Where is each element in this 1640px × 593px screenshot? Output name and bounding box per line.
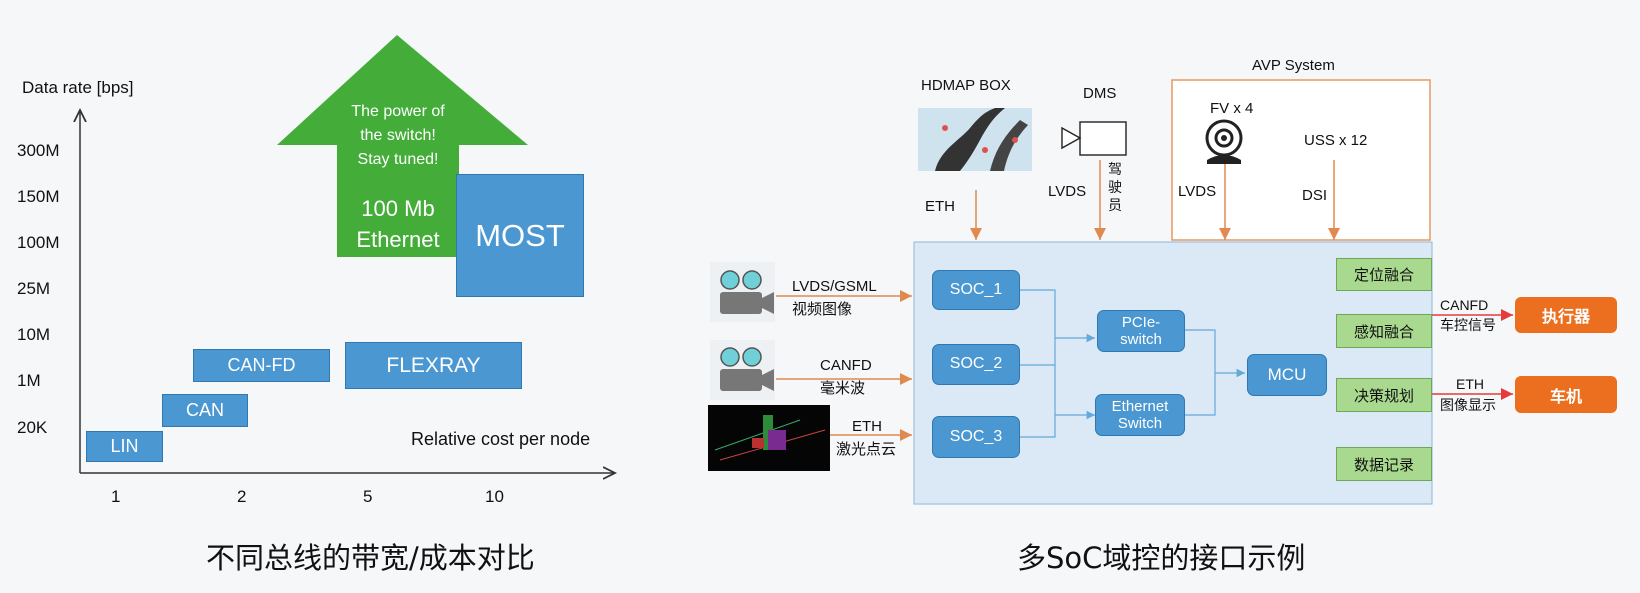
infotainment-target: 车机 bbox=[1515, 376, 1617, 413]
arrow-text-line: The power of bbox=[351, 103, 445, 120]
ethernet-label-line2: Ethernet bbox=[356, 227, 440, 252]
x-tick: 5 bbox=[363, 487, 373, 506]
uss-label: USS x 12 bbox=[1304, 132, 1368, 149]
function-perception-fusion: 感知融合 bbox=[1336, 314, 1432, 348]
arrow-text-line: Stay tuned! bbox=[357, 151, 439, 168]
function-data-recording: 数据记录 bbox=[1336, 447, 1432, 481]
ethernet-switch-line: Switch bbox=[1117, 415, 1163, 432]
lidar-pointcloud-image bbox=[708, 405, 830, 471]
input-desc-label: 视频图像 bbox=[792, 301, 853, 318]
dms-link-label: LVDS bbox=[1048, 183, 1087, 200]
y-tick: 100M bbox=[17, 233, 60, 252]
y-tick: 300M bbox=[17, 141, 60, 160]
output-desc-label: 图像显示 bbox=[1440, 397, 1496, 413]
input-link-label: CANFD bbox=[820, 357, 872, 374]
ethernet-label-line1: 100 Mb bbox=[361, 196, 435, 221]
soc-2: SOC_2 bbox=[932, 344, 1020, 385]
bar-most: MOST bbox=[456, 174, 584, 297]
y-axis-title: Data rate [bps] bbox=[22, 78, 134, 97]
ethernet-switch: Ethernet Switch bbox=[1095, 394, 1185, 436]
y-tick: 1M bbox=[17, 371, 41, 390]
function-decision-planning: 决策规划 bbox=[1336, 378, 1432, 412]
hdmap-title: HDMAP BOX bbox=[921, 77, 1011, 94]
fv-link-label: LVDS bbox=[1178, 183, 1217, 200]
hdmap-link-label: ETH bbox=[925, 198, 955, 215]
soc-1: SOC_1 bbox=[932, 270, 1020, 310]
soc-3: SOC_3 bbox=[932, 416, 1020, 458]
switch-arrow bbox=[277, 35, 528, 257]
bar-can: CAN bbox=[162, 394, 248, 427]
webcam-icon bbox=[1205, 119, 1243, 164]
y-tick: 10M bbox=[17, 325, 51, 344]
actuator-target: 执行器 bbox=[1515, 297, 1617, 333]
x-tick: 10 bbox=[485, 487, 504, 506]
dms-title: DMS bbox=[1083, 85, 1117, 102]
input-link-label: ETH bbox=[852, 418, 882, 435]
camera-icon bbox=[710, 262, 775, 322]
bar-ethernet: 100 Mb Ethernet bbox=[337, 193, 459, 255]
dms-camera-icon bbox=[1061, 121, 1127, 156]
left-caption: 不同总线的带宽/成本对比 bbox=[206, 541, 535, 575]
fv-label: FV x 4 bbox=[1210, 100, 1254, 117]
input-desc-label: 毫米波 bbox=[820, 380, 866, 397]
y-tick: 150M bbox=[17, 187, 60, 206]
uss-link-label: DSI bbox=[1302, 187, 1328, 204]
arrow-text: The power of the switch! Stay tuned! bbox=[337, 100, 459, 172]
bar-lin: LIN bbox=[86, 431, 163, 462]
pcie-switch-line: switch bbox=[1120, 331, 1162, 348]
output-desc-label: 车控信号 bbox=[1440, 317, 1496, 333]
bar-can-fd: CAN-FD bbox=[193, 349, 330, 382]
x-axis-title: Relative cost per node bbox=[411, 429, 591, 449]
dms-vertical-label: 驾驶员 bbox=[1108, 161, 1122, 213]
output-link-label: CANFD bbox=[1440, 297, 1489, 313]
ethernet-switch-line: Ethernet bbox=[1111, 397, 1169, 415]
bar-flexray: FLEXRAY bbox=[345, 342, 522, 389]
pcie-switch: PCIe- switch bbox=[1097, 310, 1185, 352]
pcie-switch-line: PCIe- bbox=[1121, 313, 1161, 331]
y-tick: 20K bbox=[17, 418, 48, 437]
function-localization-fusion: 定位融合 bbox=[1336, 258, 1432, 291]
hdmap-image bbox=[918, 108, 1032, 171]
output-link-label: ETH bbox=[1456, 376, 1484, 392]
y-tick: 25M bbox=[17, 279, 51, 298]
avp-system-title: AVP System bbox=[1252, 57, 1335, 74]
x-tick: 1 bbox=[111, 487, 121, 506]
chart-axes bbox=[0, 35, 640, 500]
arrow-text-line: the switch! bbox=[360, 127, 436, 144]
input-link-label: LVDS/GSML bbox=[792, 278, 877, 295]
mcu: MCU bbox=[1247, 354, 1327, 396]
input-desc-label: 激光点云 bbox=[836, 441, 897, 458]
x-tick: 2 bbox=[237, 487, 247, 506]
right-caption: 多SoC域控的接口示例 bbox=[1017, 541, 1306, 575]
camera-icon bbox=[710, 340, 775, 400]
